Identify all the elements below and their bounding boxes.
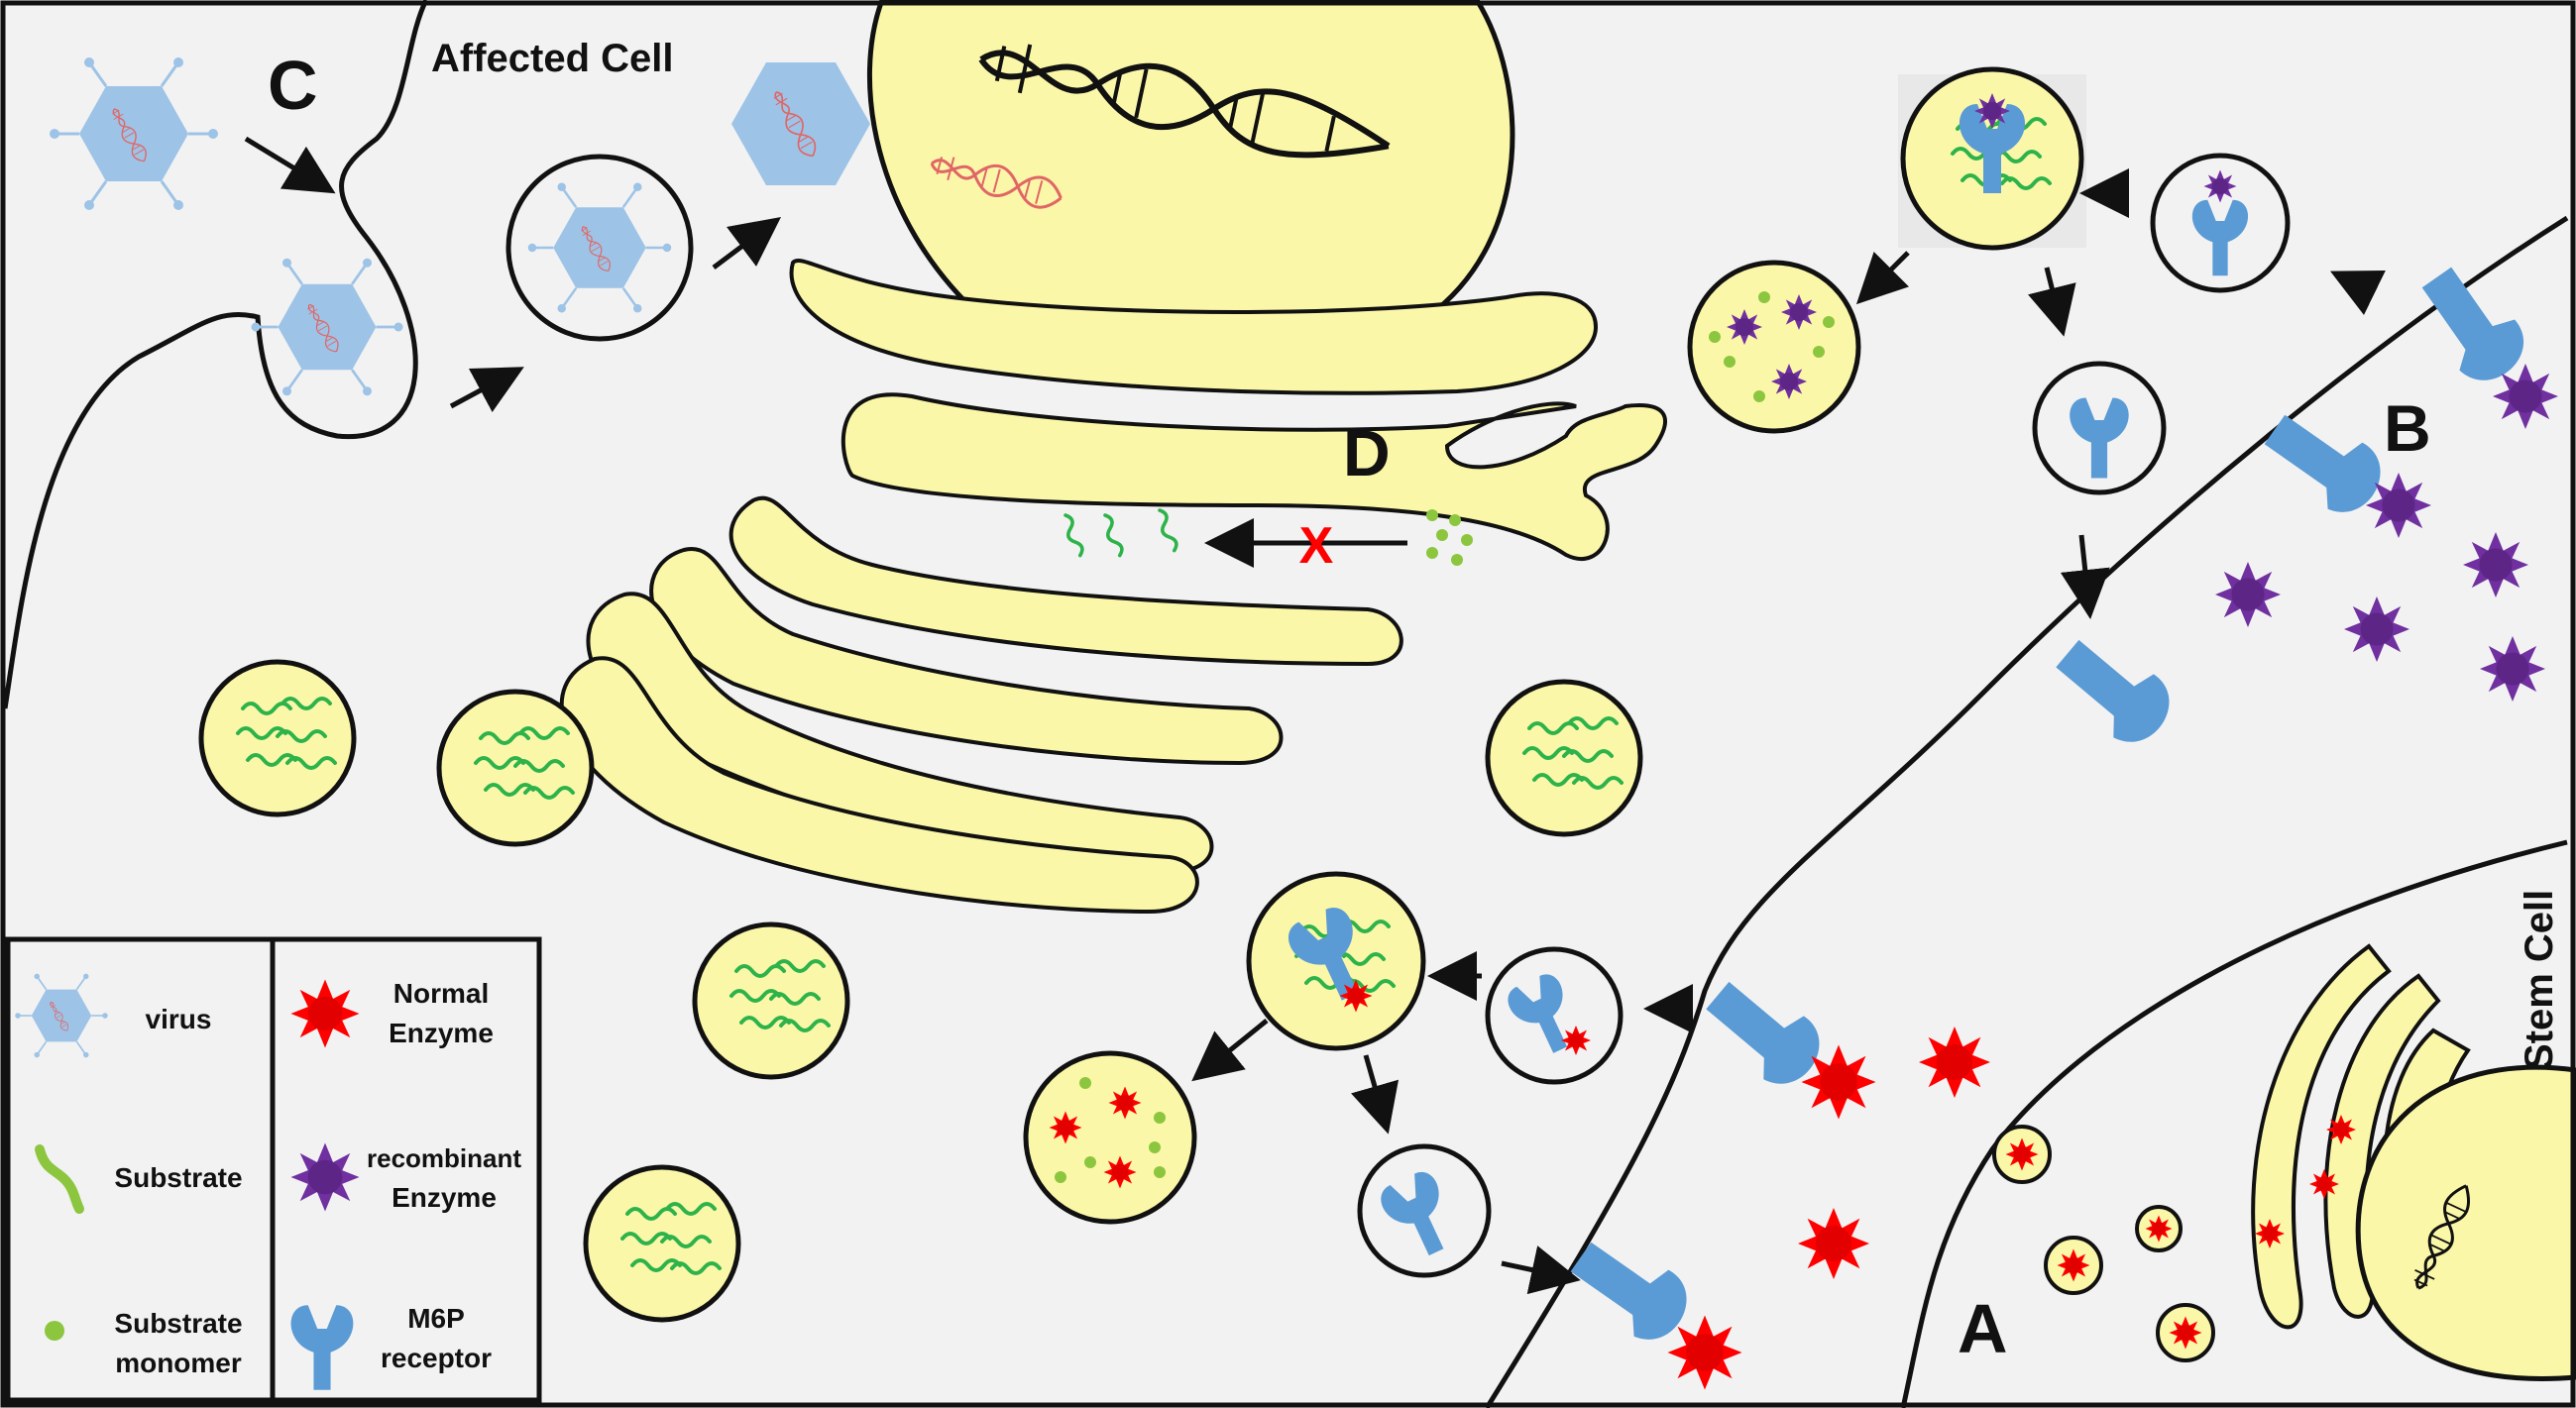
- affected-cell-right-membrane: [1484, 215, 2569, 1408]
- blocked-monomers: [1426, 509, 1473, 566]
- b-recycling-endosome: [2032, 361, 2167, 495]
- legend-recombinant-label-2: Enzyme: [392, 1182, 497, 1213]
- golgi-layer-3: [728, 495, 1403, 667]
- golgi-layer-4: [649, 546, 1284, 766]
- arrow-b-5: [2060, 534, 2110, 619]
- arrow-a-5: [1501, 1246, 1581, 1295]
- nucleus-dna-black: [978, 44, 1391, 159]
- label-c: C: [268, 47, 318, 124]
- a-recycling-endosome: [1357, 1143, 1492, 1278]
- stem-cell-vesicles: [1992, 1125, 2215, 1362]
- arrow-b-2: [2330, 270, 2386, 315]
- blocked-x-mark: X: [1299, 517, 1334, 575]
- lysosome-2: [436, 689, 595, 847]
- arrow-b-4: [2028, 267, 2076, 337]
- golgi-layer-1: [789, 259, 1599, 395]
- a-lysosome-receptor: [1246, 871, 1426, 1051]
- legend-virus-label: virus: [146, 1004, 212, 1034]
- legend-substrate-icon: [35, 1144, 84, 1214]
- lysosome-4: [583, 1164, 741, 1323]
- legend-recombinant-label-1: recombinant: [367, 1143, 521, 1173]
- a-lysosome-degraded: [1023, 1050, 1197, 1225]
- affected-cell-membrane: [2, 0, 429, 709]
- arrow-to-nucleus: [712, 217, 781, 270]
- arrow-a-3: [1191, 1019, 1269, 1082]
- virus-released: [731, 62, 870, 185]
- legend-monomer-label-2: monomer: [115, 1348, 242, 1378]
- legend-m6p-label-2: receptor: [381, 1343, 492, 1373]
- legend-m6p-label-1: M6P: [407, 1303, 465, 1334]
- label-d: D: [1343, 416, 1391, 489]
- lysosome-5: [1485, 679, 1643, 837]
- legend-normal-label-1: Normal: [393, 978, 489, 1009]
- b-endosome: [2150, 153, 2291, 293]
- b-lysosome-degraded: [1687, 260, 1861, 434]
- legend-monomer-label-1: Substrate: [114, 1308, 242, 1339]
- legend-normal-label-2: Enzyme: [389, 1018, 494, 1048]
- a-endosome: [1485, 946, 1624, 1085]
- golgi-layer-6: [559, 656, 1199, 915]
- arrow-virus-entry: [244, 136, 336, 194]
- legend-monomer-icon: [45, 1321, 64, 1341]
- lysosome-1: [198, 659, 357, 817]
- legend-substrate-label: Substrate: [114, 1162, 242, 1193]
- arrow-b-3: [1855, 251, 1910, 305]
- arrow-to-endosome: [449, 367, 524, 412]
- stem-cell-nucleus: [2355, 1064, 2576, 1381]
- label-b: B: [2384, 391, 2431, 465]
- arrow-a-4: [1350, 1054, 1400, 1135]
- affected-cell-label: Affected Cell: [431, 37, 674, 80]
- label-a: A: [1958, 1290, 2008, 1367]
- b-lysosome-receptor: [1900, 66, 2084, 251]
- lysosome-3: [692, 921, 850, 1080]
- stem-cell-label: Stem Cell: [2518, 890, 2561, 1070]
- legend: virus Substrate Substrate monomer Normal…: [5, 936, 542, 1403]
